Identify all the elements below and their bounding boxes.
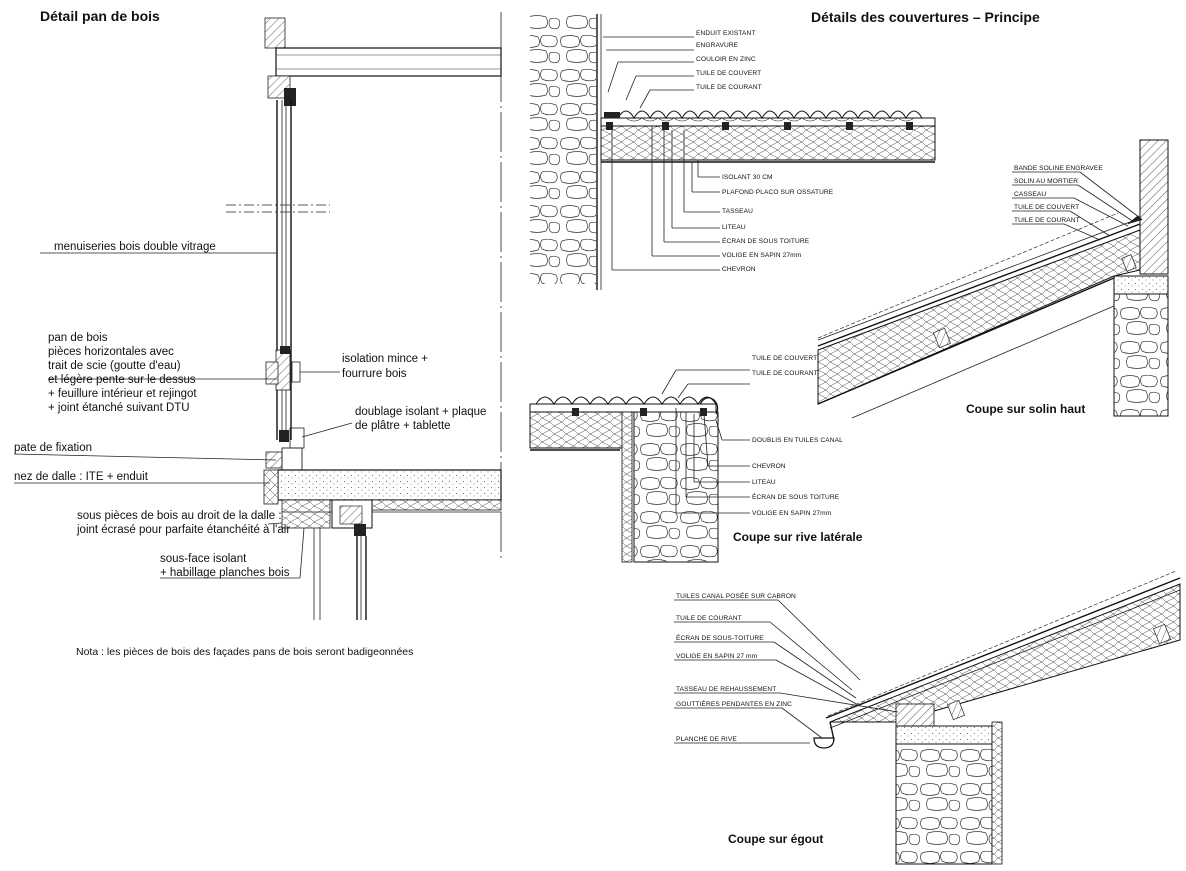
label-volige-sapin: VOLIGE EN SAPIN 27mm: [722, 252, 802, 259]
label-rive-liteau: LITEAU: [752, 479, 776, 486]
label-pan-line-4: et légère pente sur le dessus: [48, 374, 196, 386]
label-chevron: CHEVRON: [722, 266, 756, 273]
label-egout-ecran: ÉCRAN DE SOUS-TOITURE: [676, 633, 764, 642]
label-egout-tuile-courant: TUILE DE COURANT: [676, 615, 742, 622]
label-casseau: CASSEAU: [1014, 191, 1046, 198]
label-menuiseries: menuiseries bois double vitrage: [54, 241, 216, 253]
label-egout-volige: VOLIGE EN SAPIN 27 mm: [676, 653, 758, 660]
caption-rive-laterale: Coupe sur rive latérale: [733, 530, 863, 544]
label-couloir-zinc: COULOIR EN ZINC: [696, 56, 756, 63]
label-nez-de-dalle: nez de dalle : ITE + enduit: [14, 471, 149, 483]
rive-laterale-detail: TUILE DE COUVERT TUILE DE COURANT DOUBLI…: [529, 355, 863, 563]
label-isolation-mince: isolation mince +: [342, 353, 428, 365]
label-tasseau: TASSEAU: [722, 208, 753, 215]
label-rive-tuile-couvert: TUILE DE COUVERT: [752, 355, 817, 362]
label-rive-chevron: CHEVRON: [752, 463, 786, 470]
label-rive-ecran: ÉCRAN DE SOUS TOITURE: [752, 492, 840, 501]
pan-de-bois-title: Détail pan de bois: [40, 8, 160, 24]
solin-haut-detail: BANDE SOLINE ENGRAVEE SOLIN AU MORTIER C…: [817, 139, 1169, 419]
label-pan-line-3: trait de scie (goutte d'eau): [48, 360, 181, 372]
caption-solin-haut: Coupe sur solin haut: [966, 402, 1085, 416]
label-bande-soline: BANDE SOLINE ENGRAVEE: [1014, 165, 1103, 172]
label-doublage-isolant: doublage isolant + plaque: [355, 406, 486, 418]
label-enduit-existant: ENDUIT EXISTANT: [696, 30, 756, 37]
label-engravure: ENGRAVURE: [696, 42, 739, 49]
label-rive-tuile-courant: TUILE DE COURANT: [752, 370, 818, 377]
label-tuile-courant: TUILE DE COURANT: [696, 84, 762, 91]
label-solin-tuile-courant: TUILE DE COURANT: [1014, 217, 1080, 224]
label-doublis: DOUBLIS EN TUILES CANAL: [752, 437, 843, 444]
label-solin-mortier: SOLIN AU MORTIER: [1014, 178, 1078, 185]
pan-de-bois-detail: Détail pan de bois: [13, 8, 502, 658]
couvertures-title: Détails des couvertures – Principe: [811, 9, 1040, 25]
label-pate-fixation: pate de fixation: [14, 442, 92, 454]
label-pan-line-6: + joint étanché suivant DTU: [48, 402, 190, 414]
label-pan-line-2: pièces horizontales avec: [48, 346, 174, 358]
label-tuiles-canal: TUILES CANAL POSÉE SUR CABRON: [676, 591, 796, 600]
label-ecran-sous-toiture: ÉCRAN DE SOUS TOITURE: [722, 236, 810, 245]
label-isolant-30: ISOLANT 30 CM: [722, 174, 773, 181]
caption-egout: Coupe sur égout: [728, 832, 823, 846]
label-joint-ecrase: joint écrasé pour parfaite étanchéité à …: [76, 524, 290, 536]
label-plaque-platre: de plâtre + tablette: [355, 420, 451, 432]
egout-detail: TUILES CANAL POSÉE SUR CABRON TUILE DE C…: [674, 570, 1181, 865]
label-fourrure-bois: fourrure bois: [342, 368, 407, 380]
label-plafond-placo: PLAFOND PLACO SUR OSSATURE: [722, 189, 834, 196]
label-gouttieres-zinc: GOUTTIÈRES PENDANTES EN ZINC: [676, 699, 792, 708]
label-habillage-planches: + habillage planches bois: [160, 567, 290, 579]
label-tuile-couvert: TUILE DE COUVERT: [696, 70, 761, 77]
label-sous-face-isolant: sous-face isolant: [160, 553, 247, 565]
label-tasseau-rehaussement: TASSEAU DE REHAUSSEMENT: [676, 686, 776, 693]
top-roof-detail: ENDUIT EXISTANT ENGRAVURE COULOIR EN ZIN…: [530, 14, 936, 290]
label-sous-pieces: sous pièces de bois au droit de la dalle…: [77, 510, 282, 522]
label-liteau: LITEAU: [722, 224, 746, 231]
label-pan-de-bois: pan de bois: [48, 332, 108, 344]
label-solin-tuile-couvert: TUILE DE COUVERT: [1014, 204, 1079, 211]
label-rive-volige: VOLIGE EN SAPIN 27mm: [752, 510, 832, 517]
label-planche-rive: PLANCHE DE RIVE: [676, 736, 737, 743]
nota-text: Nota : les pièces de bois des façades pa…: [76, 646, 413, 658]
label-pan-line-5: + feuillure intérieur et rejingot: [48, 388, 197, 400]
